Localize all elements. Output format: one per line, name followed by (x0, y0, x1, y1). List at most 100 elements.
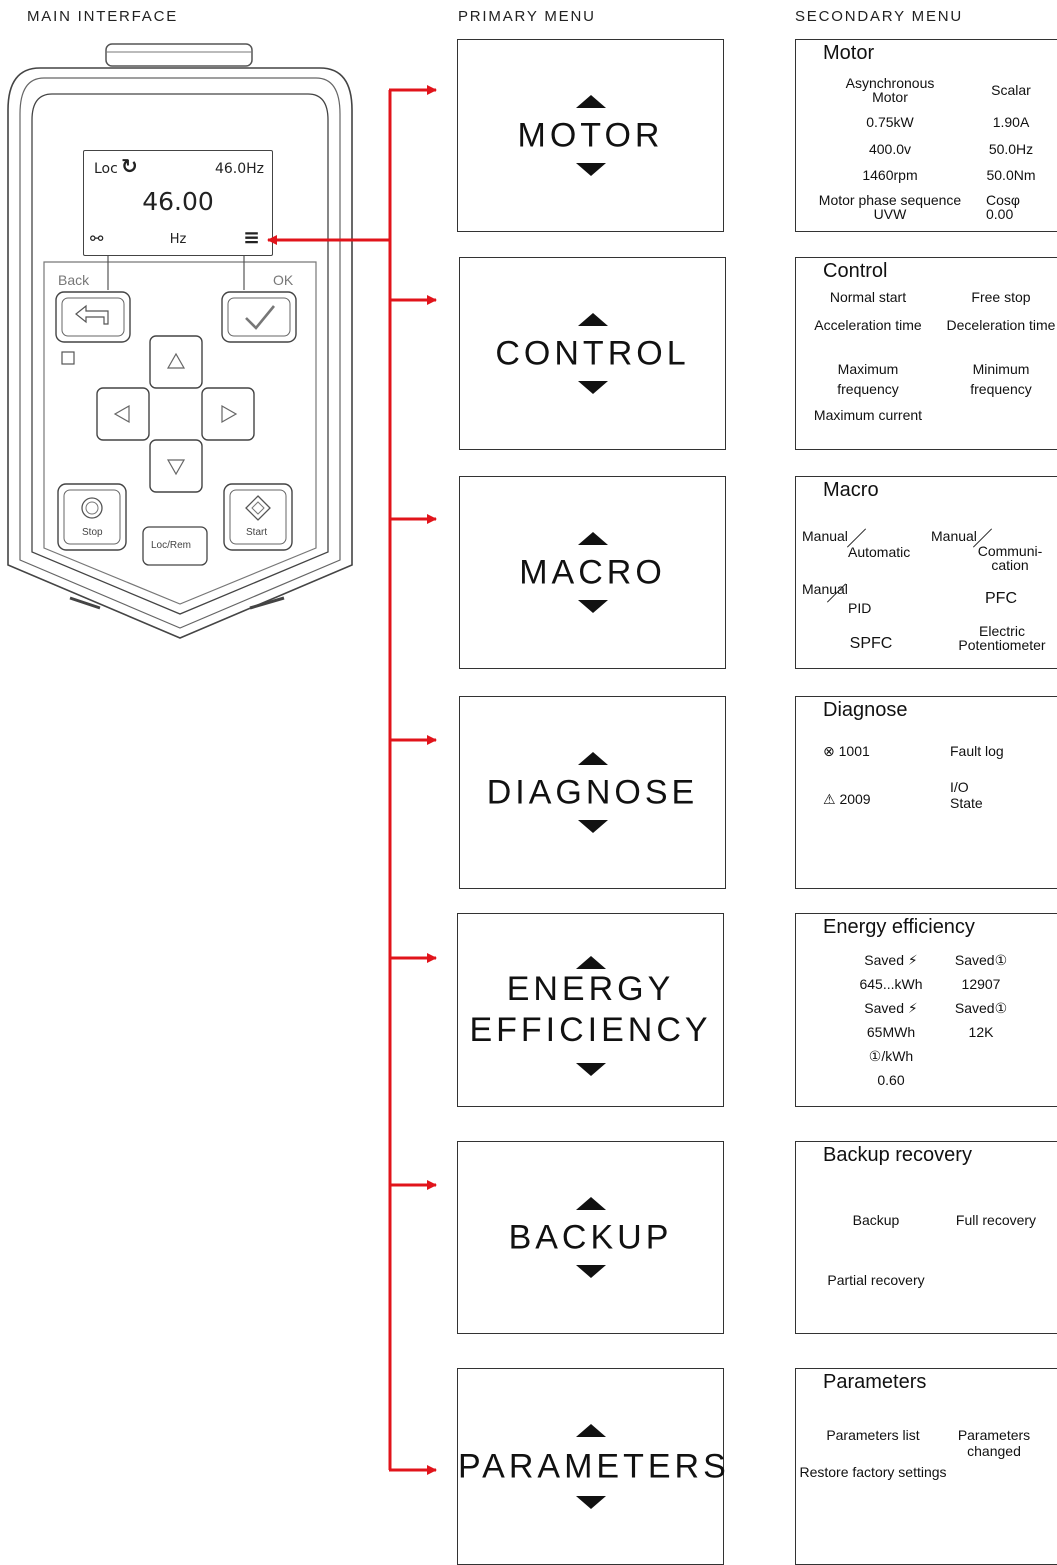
motor-voltage: 400.0v (868, 141, 912, 157)
primary-motor[interactable]: MOTOR (457, 39, 724, 232)
display-mode: Loc (94, 161, 118, 177)
keypad-buttons (55, 291, 297, 566)
ok-button[interactable] (221, 291, 297, 343)
diagnose-warning-code: ⚠ 2009 (823, 791, 871, 807)
secondary-title: Diagnose (823, 699, 908, 721)
energy-total-saved-label: Saved ⚡ (864, 1000, 918, 1016)
menu-icon[interactable]: ≡ (243, 225, 260, 249)
full-recovery-option[interactable]: Full recovery (955, 1212, 1037, 1228)
primary-label: DIAGNOSE (486, 773, 699, 811)
control-min-frequency: Minimum frequency (970, 361, 1032, 397)
main-interface-header: MAIN INTERFACE (27, 8, 179, 25)
down-arrow-icon (575, 1063, 606, 1076)
left-button[interactable] (96, 387, 150, 441)
macro-spfc: SPFC (849, 635, 893, 652)
control-max-frequency: Maximum frequency (837, 361, 899, 397)
primary-label: ENERGY EFFICIENCY (469, 970, 712, 1049)
up-arrow-icon (577, 752, 608, 765)
secondary-parameters: Parameters Parameters list Parameters ch… (795, 1368, 1057, 1565)
up-button[interactable] (149, 335, 203, 389)
keypad-display: Loc ↻ 46.0Hz 46.00 Hz ⚯ ≡ (83, 150, 273, 256)
rotation-icon: ↻ (121, 154, 138, 178)
back-label: Back (58, 272, 90, 288)
up-arrow-icon (575, 95, 606, 108)
down-arrow-icon (577, 600, 608, 613)
motor-cosphi: Cosφ 0.00 (986, 192, 1020, 222)
ok-label: OK (273, 272, 294, 288)
parameters-list-option[interactable]: Parameters list (826, 1427, 920, 1443)
energy-tariff-value: 0.60 (877, 1072, 905, 1088)
motor-current: 1.90A (992, 114, 1030, 130)
primary-label: BACKUP (508, 1218, 673, 1256)
motor-power: 0.75kW (866, 114, 914, 130)
energy-total-money-label: Saved① (954, 1000, 1008, 1016)
down-button[interactable] (149, 439, 203, 493)
energy-total-saved-value: 65MWh (866, 1024, 916, 1040)
down-arrow-icon (577, 381, 608, 394)
stop-label: Stop (82, 527, 103, 538)
secondary-energy-efficiency: Energy efficiency Saved ⚡ Saved① 645...k… (795, 913, 1057, 1107)
primary-macro[interactable]: MACRO (459, 476, 726, 669)
secondary-macro: Macro Manual Automatic Manual Communi-ca… (795, 476, 1057, 669)
energy-saved-kwh-value: 645...kWh (859, 976, 923, 992)
warning-icon: ⚠ (823, 791, 836, 807)
fault-icon: ⊗ (823, 743, 835, 759)
secondary-motor: Motor Asynchronous Motor Scalar 0.75kW 1… (795, 39, 1057, 232)
up-arrow-icon (575, 1197, 606, 1210)
loc-rem-button[interactable] (142, 526, 208, 566)
energy-saved-money-value: 12907 (961, 976, 1001, 992)
secondary-title: Control (823, 260, 888, 282)
primary-parameters[interactable]: PARAMETERS (457, 1368, 726, 1565)
right-button[interactable] (201, 387, 255, 441)
motor-speed: 1460rpm (862, 167, 918, 183)
primary-control[interactable]: CONTROL (459, 257, 726, 450)
secondary-title: Energy efficiency (823, 916, 975, 938)
motor-frequency: 50.0Hz (988, 141, 1034, 157)
macro-electric-potentiometer: Electric Potentiometer (958, 623, 1046, 653)
back-button[interactable] (55, 291, 131, 343)
up-arrow-icon (577, 532, 608, 545)
secondary-title: Macro (823, 479, 879, 501)
diagnose-fault-code: ⊗ 1001 (823, 743, 870, 759)
motor-phase-sequence: Motor phase sequence UVW (818, 192, 962, 222)
down-arrow-icon (575, 1265, 606, 1278)
start-button[interactable] (223, 483, 293, 551)
loc-rem-label: Loc/Rem (151, 540, 192, 551)
settings-icon[interactable]: ⚯ (90, 229, 104, 248)
secondary-diagnose: Diagnose ⊗ 1001 Fault log ⚠ 2009 I/O Sta… (795, 696, 1057, 889)
restore-factory-settings-option[interactable]: Restore factory settings (799, 1464, 947, 1480)
motor-control-mode: Scalar (991, 82, 1031, 98)
primary-label: MOTOR (517, 116, 664, 154)
display-value: 46.00 (142, 187, 214, 216)
secondary-menu-header: SECONDARY MENU (795, 8, 964, 25)
secondary-control: Control Normal start Free stop Accelerat… (795, 257, 1057, 450)
start-label: Start (246, 527, 268, 538)
up-arrow-icon (575, 1424, 606, 1437)
primary-label: CONTROL (495, 334, 690, 372)
display-frequency: 46.0Hz (214, 161, 264, 177)
macro-pfc: PFC (985, 590, 1017, 607)
stop-button[interactable] (57, 483, 127, 551)
primary-backup[interactable]: BACKUP (457, 1141, 724, 1334)
energy-tariff-label: ①/kWh (868, 1048, 914, 1064)
secondary-title: Backup recovery (823, 1144, 972, 1166)
backup-option[interactable]: Backup (852, 1212, 900, 1228)
control-max-current: Maximum current (813, 407, 923, 423)
diagnose-fault-log[interactable]: Fault log (950, 743, 1004, 759)
control-free-stop: Free stop (971, 289, 1031, 305)
secondary-title: Parameters (823, 1371, 927, 1393)
energy-saved-money-label: Saved① (954, 952, 1008, 968)
down-arrow-icon (577, 820, 608, 833)
primary-menu-header: PRIMARY MENU (458, 8, 596, 25)
down-arrow-icon (575, 1496, 606, 1509)
down-arrow-icon (575, 163, 606, 176)
diagnose-io-state[interactable]: I/O State (950, 779, 983, 811)
primary-diagnose[interactable]: DIAGNOSE (459, 696, 726, 889)
secondary-backup-recovery: Backup recovery Backup Full recovery Par… (795, 1141, 1057, 1334)
primary-energy-efficiency[interactable]: ENERGY EFFICIENCY (457, 913, 724, 1107)
partial-recovery-option[interactable]: Partial recovery (827, 1272, 925, 1288)
control-acceleration-time: Acceleration time (814, 317, 922, 333)
display-unit: Hz (169, 232, 187, 247)
parameters-changed-option[interactable]: Parameters changed (957, 1427, 1031, 1459)
